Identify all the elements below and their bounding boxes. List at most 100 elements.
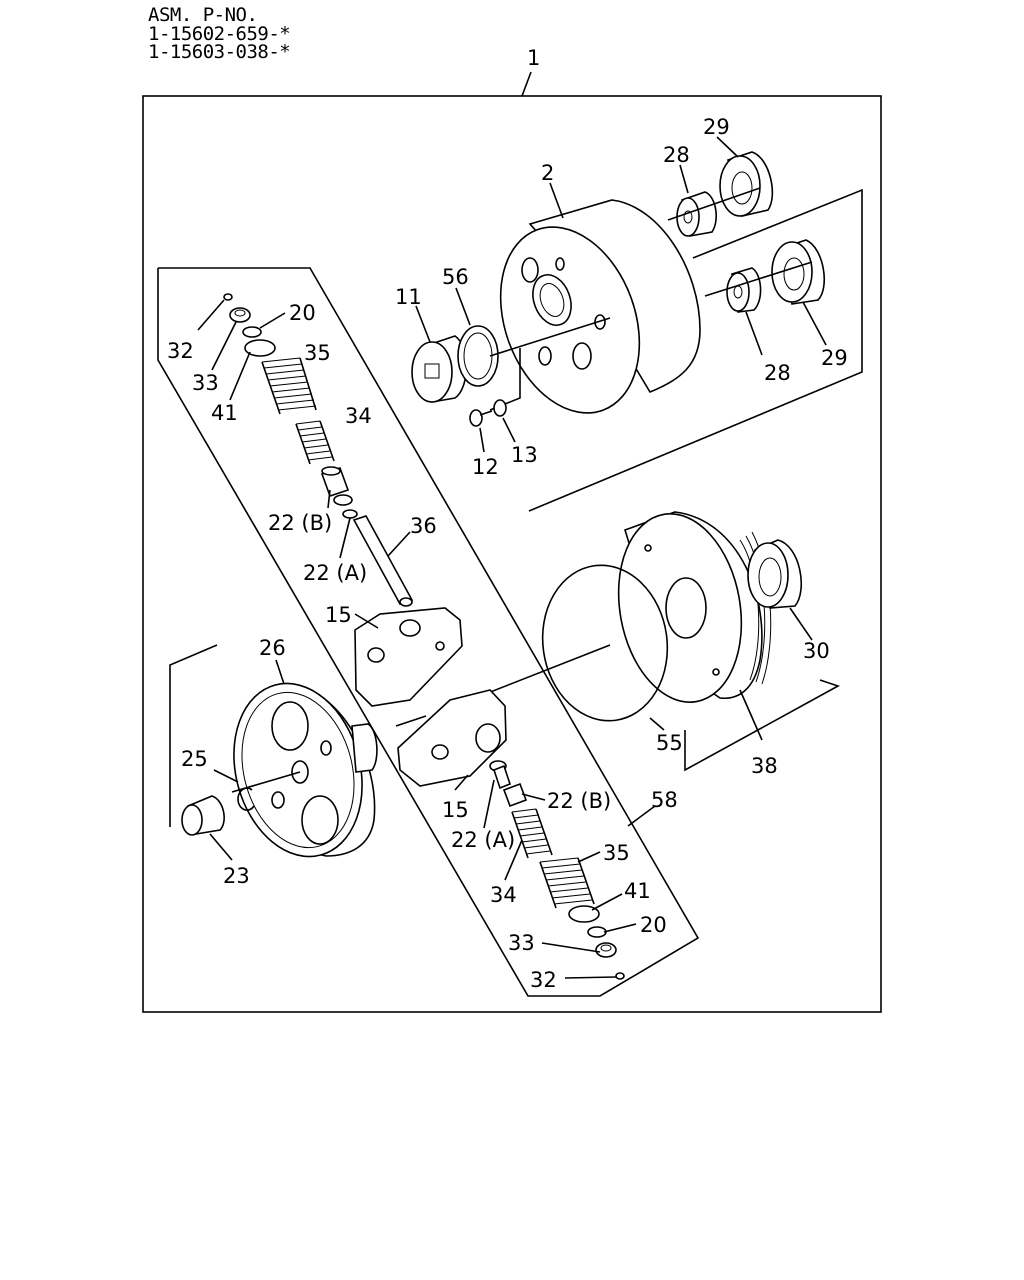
leader-55 bbox=[649, 717, 665, 731]
leader-22A-lower bbox=[483, 779, 495, 829]
label-34-upper: 34 bbox=[345, 404, 372, 428]
housing-part-2 bbox=[499, 199, 701, 414]
cap-part-32-lower bbox=[615, 972, 625, 980]
label-36: 36 bbox=[410, 514, 437, 538]
leader-30 bbox=[789, 607, 813, 641]
leader-36 bbox=[387, 531, 411, 557]
oring-part-55 bbox=[541, 564, 669, 722]
screw-part-12 bbox=[469, 409, 493, 427]
label-20-upper: 20 bbox=[289, 301, 316, 325]
label-23: 23 bbox=[223, 864, 250, 888]
label-11: 11 bbox=[395, 285, 422, 309]
yoke-part-15-lower bbox=[397, 689, 507, 787]
valve-part-22A-upper bbox=[333, 494, 358, 519]
plug-part-33-upper bbox=[229, 307, 251, 323]
cover-part-38 bbox=[617, 511, 772, 703]
leader-28-lower bbox=[745, 311, 763, 356]
clip-part-25 bbox=[237, 787, 255, 811]
leader-12 bbox=[479, 427, 485, 453]
label-28-upper: 28 bbox=[663, 143, 690, 167]
washer-part-41-lower bbox=[568, 905, 600, 923]
plug-part-11 bbox=[411, 335, 467, 403]
washer-part-41-upper bbox=[244, 339, 276, 357]
label-58: 58 bbox=[651, 788, 678, 812]
label-41-lower: 41 bbox=[624, 879, 651, 903]
label-41-upper: 41 bbox=[211, 401, 238, 425]
label-34-lower: 34 bbox=[490, 883, 517, 907]
label-15-lower: 15 bbox=[442, 798, 469, 822]
leader-35-lower bbox=[577, 851, 601, 863]
label-35-lower: 35 bbox=[603, 841, 630, 865]
label-20-lower: 20 bbox=[640, 913, 667, 937]
bracket-38 bbox=[684, 679, 840, 772]
leader-20-lower bbox=[603, 923, 637, 933]
leader-56 bbox=[455, 287, 471, 326]
leader-33-lower bbox=[541, 942, 601, 953]
assembly-part-number-title: ASM. P-NO. bbox=[148, 4, 258, 26]
leader-15-lower bbox=[454, 774, 469, 791]
label-22B-upper: 22 (B) bbox=[268, 511, 332, 535]
label-32-upper: 32 bbox=[167, 339, 194, 363]
label-26: 26 bbox=[259, 636, 286, 660]
label-1: 1 bbox=[527, 46, 540, 70]
leader-26 bbox=[275, 659, 285, 685]
pulley-part-26 bbox=[233, 682, 378, 858]
bracket-pulley-26 bbox=[169, 644, 218, 827]
leader-1 bbox=[521, 71, 532, 97]
label-35-upper: 35 bbox=[304, 341, 331, 365]
leader-34-lower bbox=[504, 839, 523, 881]
bracket-group-58 bbox=[157, 267, 700, 997]
bracket-upper-right bbox=[528, 188, 863, 512]
bushing-28-lower bbox=[726, 267, 762, 313]
label-25: 25 bbox=[181, 747, 208, 771]
valve-part-22B-lower bbox=[502, 782, 528, 808]
axis-line-plug bbox=[489, 317, 611, 357]
washer-part-13 bbox=[493, 399, 507, 417]
leader-32-lower bbox=[564, 976, 617, 979]
label-15-upper: 15 bbox=[325, 603, 352, 627]
leader-41-upper bbox=[229, 351, 251, 401]
label-32-lower: 32 bbox=[530, 968, 557, 992]
label-12: 12 bbox=[472, 455, 499, 479]
label-33-lower: 33 bbox=[508, 931, 535, 955]
label-22B-lower: 22 (B) bbox=[547, 789, 611, 813]
axis-line-upper bbox=[667, 187, 761, 221]
nut-part-23 bbox=[181, 795, 225, 836]
leader-13 bbox=[502, 417, 516, 443]
cap-part-32-upper bbox=[223, 293, 233, 301]
label-30: 30 bbox=[803, 639, 830, 663]
spring-part-34-lower bbox=[511, 808, 553, 859]
clip-part-20-lower bbox=[587, 926, 607, 938]
leader-29-lower bbox=[802, 301, 827, 346]
leader-11 bbox=[415, 305, 431, 343]
label-2: 2 bbox=[541, 161, 554, 185]
label-55: 55 bbox=[656, 731, 683, 755]
label-56: 56 bbox=[442, 265, 469, 289]
leader-23 bbox=[209, 833, 233, 861]
seal-29-upper bbox=[719, 151, 774, 217]
spring-part-35-lower bbox=[539, 857, 595, 909]
pin-part-36 bbox=[352, 515, 414, 607]
valve-part-22A-lower bbox=[489, 760, 511, 790]
leader-15-upper bbox=[354, 613, 379, 629]
label-38: 38 bbox=[751, 754, 778, 778]
label-22A-upper: 22 (A) bbox=[303, 561, 367, 585]
assembly-part-number-2: 1-15603-038-* bbox=[148, 41, 291, 63]
leader-22B-upper bbox=[327, 489, 331, 509]
leader-41-lower bbox=[591, 893, 623, 911]
label-28-lower: 28 bbox=[764, 361, 791, 385]
leader-32-upper bbox=[197, 299, 225, 331]
seal-29-lower bbox=[771, 239, 826, 305]
clip-part-20-upper bbox=[242, 326, 262, 338]
spring-part-35-upper bbox=[261, 357, 317, 415]
label-33-upper: 33 bbox=[192, 371, 219, 395]
assembly-part-number-1: 1-15602-659-* bbox=[148, 23, 291, 45]
axis-line-cover bbox=[469, 644, 611, 701]
leader-38 bbox=[739, 689, 763, 741]
leader-20-upper bbox=[259, 312, 286, 329]
axis-line-lower bbox=[704, 261, 813, 297]
yoke-part-15-upper bbox=[354, 607, 463, 707]
label-29-lower: 29 bbox=[821, 346, 848, 370]
leader-58 bbox=[627, 805, 656, 827]
leader-2 bbox=[549, 182, 564, 219]
